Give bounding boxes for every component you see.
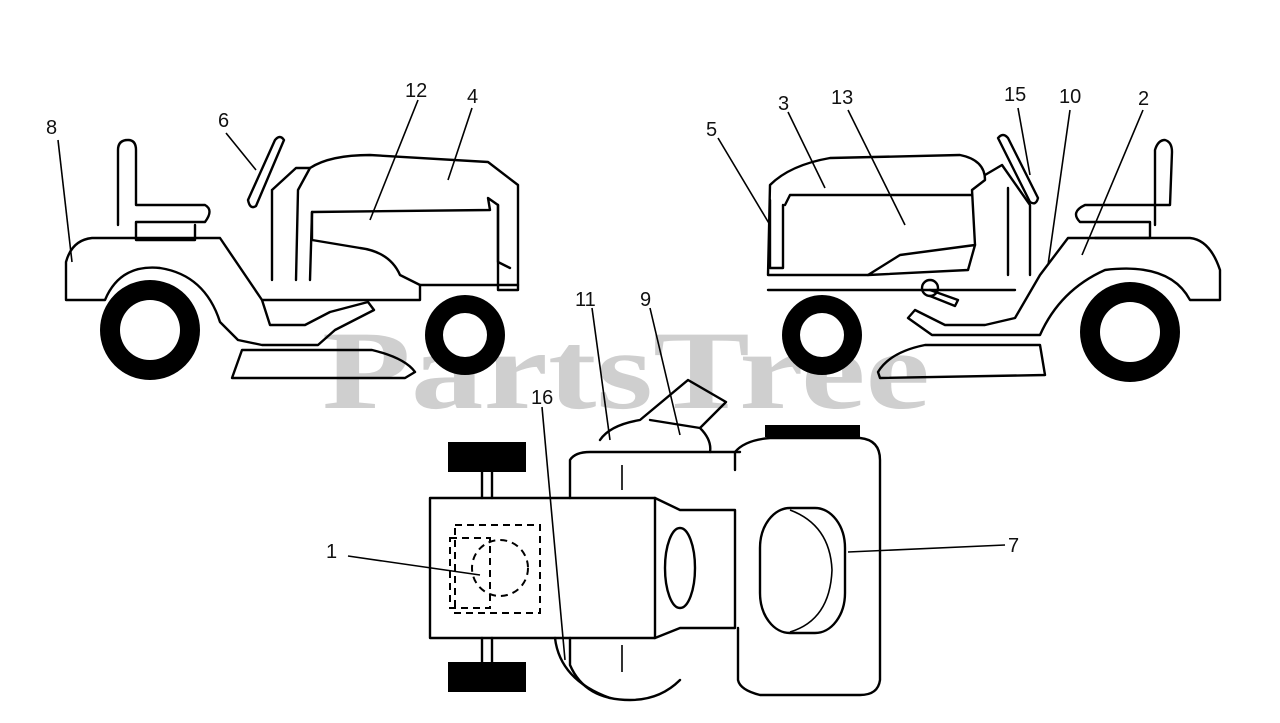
dashboard-top (653, 496, 737, 640)
hood-right (766, 153, 987, 277)
callout-9: 9 (640, 289, 651, 311)
top-view (428, 378, 882, 702)
callout-11: 11 (575, 289, 596, 311)
rear-tire-bottom (448, 662, 526, 692)
callout-13: 13 (831, 87, 853, 109)
callout-8: 8 (46, 117, 57, 139)
mower-deck-right (876, 343, 1047, 380)
right-side-view (766, 133, 1222, 382)
rear-fender-right (906, 236, 1222, 337)
hood-top (733, 436, 882, 697)
seat-right (1074, 138, 1174, 240)
callout-4: 4 (467, 86, 478, 108)
callout-5: 5 (706, 119, 717, 141)
callout-15: 15 (1004, 84, 1026, 106)
rear-tire-top (448, 442, 526, 472)
fender-top (568, 450, 742, 702)
callout-labels: 8 6 12 4 5 3 13 15 10 2 11 9 16 1 7 (46, 80, 1149, 563)
callout-16: 16 (531, 387, 553, 409)
steering-wheel-right (996, 133, 1040, 205)
callout-12: 12 (405, 80, 427, 102)
steering-column (270, 166, 312, 282)
rear-fender (64, 236, 376, 347)
steering-wheel (246, 135, 286, 209)
discharge-chute (598, 378, 728, 454)
front-tire-top (765, 425, 860, 437)
steering-column-right (983, 163, 1032, 277)
lever (928, 288, 960, 308)
leader-lines (57, 99, 1144, 661)
callout-6: 6 (218, 110, 229, 132)
callout-3: 3 (778, 93, 789, 115)
callout-2: 2 (1138, 88, 1149, 110)
callout-1: 1 (326, 541, 337, 563)
seat (116, 138, 211, 242)
callout-10: 10 (1059, 86, 1081, 108)
rear-body-top (428, 496, 657, 640)
hood (308, 153, 520, 292)
left-side-view (64, 135, 520, 380)
callout-7: 7 (1008, 535, 1019, 557)
mower-deck (230, 348, 417, 380)
